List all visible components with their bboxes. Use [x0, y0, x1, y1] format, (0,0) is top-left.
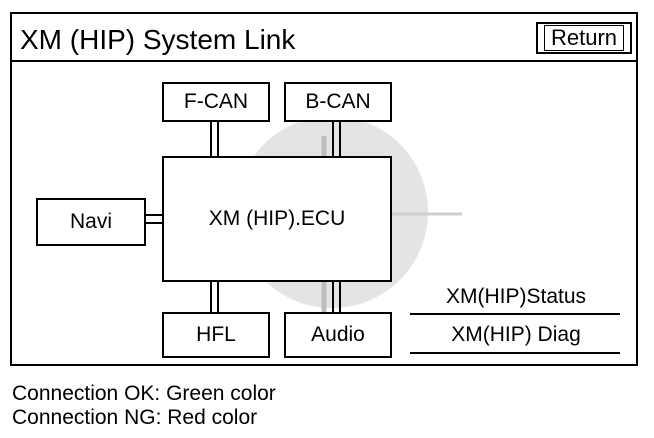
node-xm-hip-ecu[interactable]: XM (HIP).ECU	[162, 156, 392, 282]
node-ecu-label: XM (HIP).ECU	[208, 207, 346, 230]
screen-header: XM (HIP) System Link Return	[12, 14, 636, 62]
node-hfl[interactable]: HFL	[162, 312, 270, 358]
node-audio[interactable]: Audio	[284, 312, 392, 358]
node-navi-label: Navi	[69, 210, 112, 233]
node-hfl-label: HFL	[196, 323, 236, 346]
return-button-label: Return	[543, 25, 625, 51]
xm-hip-status-link[interactable]: XM(HIP)Status	[410, 280, 622, 314]
node-b-can-label: B-CAN	[305, 90, 371, 113]
node-f-can[interactable]: F-CAN	[162, 82, 270, 122]
node-b-can[interactable]: B-CAN	[284, 82, 392, 122]
node-navi[interactable]: Navi	[36, 198, 146, 246]
divider	[410, 352, 620, 354]
diag-link-label: XM(HIP) Diag	[451, 323, 581, 346]
legend-ng: Connection NG: Red color	[12, 406, 258, 429]
color-legend: Connection OK: Green color Connection NG…	[12, 382, 276, 430]
xm-hip-diag-link[interactable]: XM(HIP) Diag	[410, 318, 622, 352]
node-audio-label: Audio	[311, 323, 365, 346]
legend-ok: Connection OK: Green color	[12, 382, 276, 405]
status-link-label: XM(HIP)Status	[445, 285, 587, 308]
page-title: XM (HIP) System Link	[20, 24, 296, 55]
divider	[410, 313, 620, 315]
return-button[interactable]: Return	[536, 22, 632, 54]
node-f-can-label: F-CAN	[183, 90, 249, 113]
